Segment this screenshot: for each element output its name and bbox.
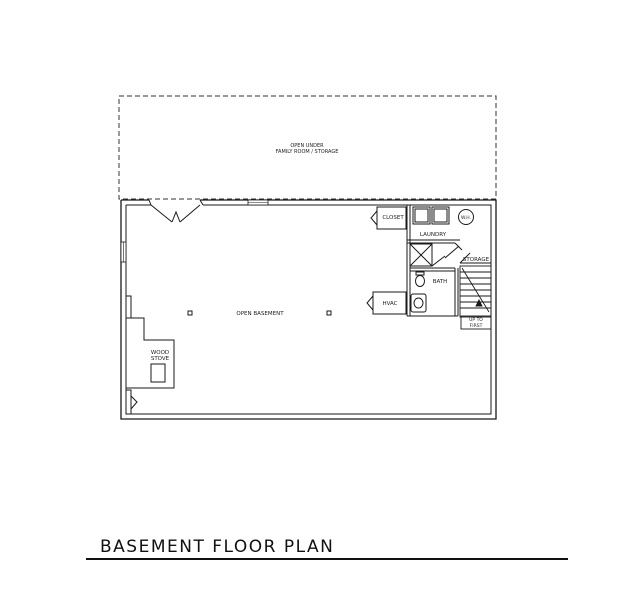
washer [412,206,431,225]
stair-label-line2: FIRST [470,323,483,329]
storage-door [459,252,491,264]
open-basement-label: OPEN BASEMENT [236,311,284,317]
closet-label: CLOSET [382,215,404,221]
bottom-left-door [126,389,138,414]
hvac-label: HVAC [382,301,397,307]
toilet [415,275,425,287]
dryer [431,206,450,225]
water-heater [458,209,474,225]
overhang-label-line1: OPEN UNDER [290,143,324,149]
shower [409,243,433,267]
stove-label-line1: WOOD [151,350,169,356]
stove-label-line2: STOVE [151,356,170,362]
exterior-walls [120,199,497,420]
water-heater-label: W.H. [461,215,471,221]
utility-block [406,205,463,317]
stairs [459,265,492,330]
closet [370,206,407,230]
overhang-outline [118,95,497,200]
laundry-label: LAUNDRY [420,232,447,238]
double-door [148,199,204,223]
overhang-label-line2: FAMILY ROOM / STORAGE [276,149,339,155]
plan-title: BASEMENT FLOOR PLAN [100,537,335,557]
sink [410,293,427,313]
hvac-room [366,291,407,315]
bath-label: BATH [433,279,448,285]
wood-stove [150,363,166,383]
column-right [326,310,332,316]
wood-stove-hearth [126,295,175,389]
title-underline [86,558,568,560]
column-left [187,310,193,316]
storage-label: STORAGE [463,257,490,263]
stair-label-line1: UP TO [469,317,483,323]
